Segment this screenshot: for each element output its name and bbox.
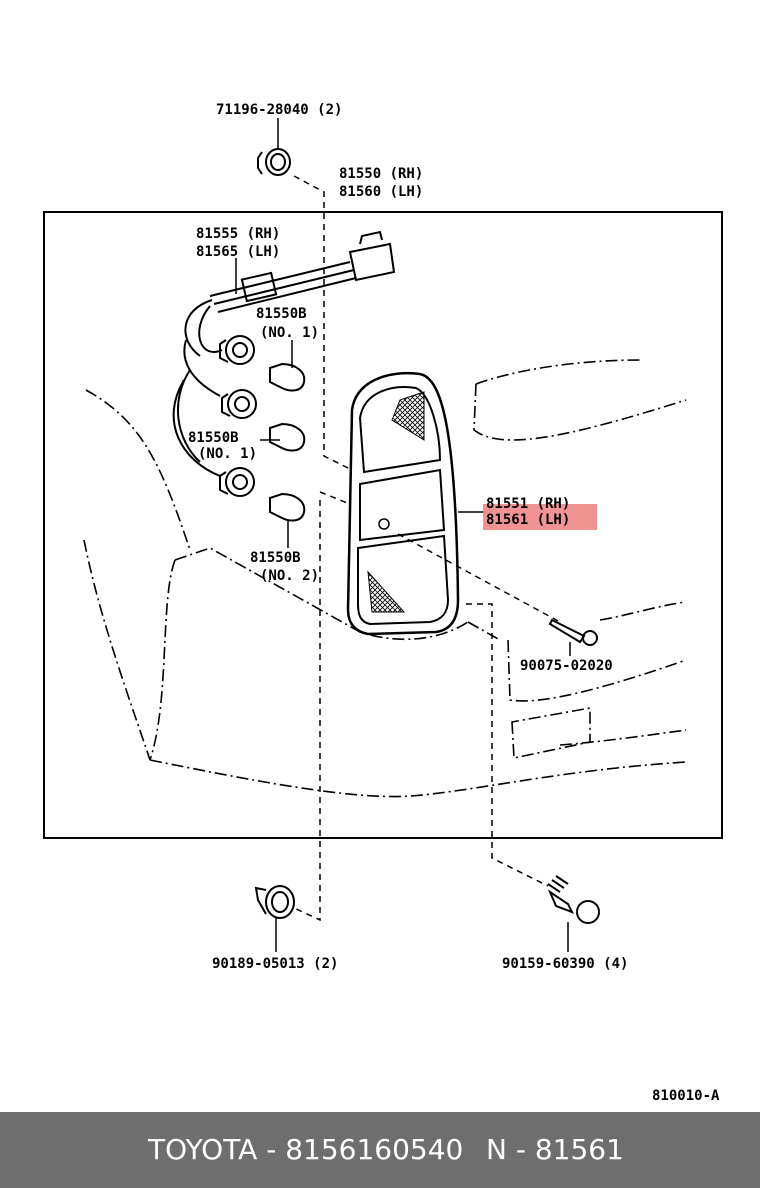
- parts-diagram: 71196-28040 (2) 81550 (RH) 81560 (LH) 81…: [43, 102, 723, 1104]
- part-footer-bar: TOYOTA - 8156160540 N - 81561: [0, 1112, 760, 1188]
- label-clip-top: 71196-28040 (2): [216, 102, 342, 118]
- label-clip-bottom: 90189-05013 (2): [212, 956, 338, 972]
- tail-lamp-icon: [346, 371, 486, 636]
- clip-bottom-icon: [254, 885, 295, 952]
- label-bulb-a-code: 81550B: [256, 306, 307, 322]
- label-lens-lh: 81561 (LH): [486, 512, 570, 528]
- label-bulb-c-code: 81550B: [250, 550, 301, 566]
- label-bulb-b-no: (NO. 1): [198, 446, 257, 462]
- label-lamp-assy-rh: 81550 (RH): [339, 166, 423, 182]
- label-bulb-b-code: 81550B: [188, 430, 239, 446]
- brand-part-number: TOYOTA - 8156160540: [148, 1133, 464, 1166]
- diagram-id: 810010-A: [652, 1088, 720, 1104]
- label-bulb-c-no: (NO. 2): [260, 568, 319, 584]
- label-bolt: 90159-60390 (4): [502, 956, 628, 972]
- bulb-icons: [260, 340, 306, 548]
- clip-top-icon: [257, 118, 291, 176]
- label-screw: 90075-02020: [520, 658, 613, 674]
- assembly-frame: [43, 211, 723, 839]
- label-socket-lh: 81565 (LH): [196, 244, 280, 260]
- label-socket-rh: 81555 (RH): [196, 226, 280, 242]
- bolt-icon: [547, 875, 600, 952]
- label-lamp-assy-lh: 81560 (LH): [339, 184, 423, 200]
- label-lens-rh: 81551 (RH): [486, 496, 570, 512]
- dashed-leaders: [293, 175, 561, 922]
- wire-harness-icon: [172, 230, 396, 497]
- label-bulb-a-no: (NO. 1): [260, 325, 319, 341]
- screw-icon: [548, 618, 598, 656]
- catalog-part-code: N - 81561: [486, 1133, 624, 1166]
- highlight-lens-lh: [483, 504, 597, 530]
